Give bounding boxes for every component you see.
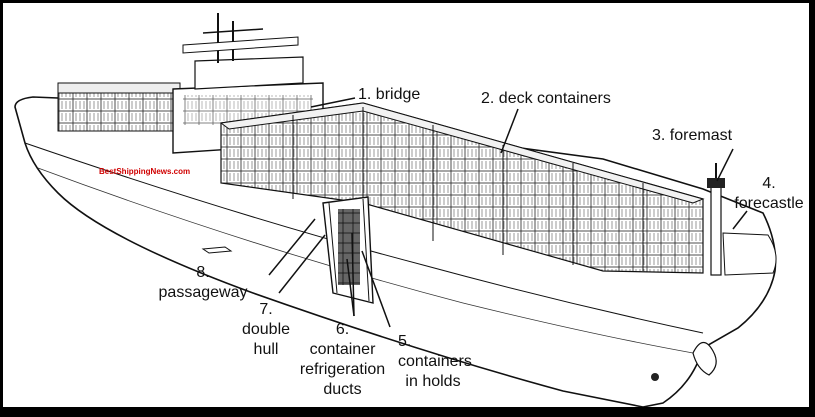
label-passageway: 8. passageway: [153, 263, 253, 303]
label-refrigeration-ducts: 6. container refrigeration ducts: [290, 320, 395, 400]
watermark: BestShippingNews.com: [99, 167, 191, 176]
aft-containers: [57, 82, 181, 132]
label-containers-in-holds-line2: in holds: [405, 373, 461, 390]
leader-foremast: [716, 148, 734, 182]
foremast-structure: [707, 163, 777, 276]
leader-refrigeration: [351, 232, 355, 317]
label-double-hull: 7. double hull: [236, 300, 296, 360]
deck-container-stacks: [219, 102, 705, 274]
leader-bridge: [310, 97, 356, 108]
leader-deck-containers: [500, 108, 519, 154]
leader-lines: [268, 97, 748, 328]
label-foremast: 3. foremast: [652, 127, 733, 144]
label-forecastle: 4. forecastle: [729, 174, 809, 214]
label-refrigeration-line2: refrigeration: [299, 361, 386, 378]
leader-passageway: [268, 218, 316, 276]
label-containers-in-holds-number: 5.: [398, 333, 412, 350]
label-forecastle-text: forecastle: [734, 195, 804, 212]
label-containers-in-holds-line1: containers: [398, 353, 472, 370]
label-refrigeration-number: 6.: [335, 321, 350, 338]
ship-illustration: [14, 13, 777, 407]
hold-cutaway: [322, 196, 374, 304]
leader-refrigeration-2: [346, 258, 355, 317]
leader-containers-in-holds: [361, 250, 391, 328]
label-deck-containers: 2. deck containers: [481, 90, 611, 107]
leader-double-hull: [278, 234, 326, 294]
label-passageway-number: 8.: [196, 264, 210, 281]
label-double-hull-number: 7.: [259, 301, 273, 318]
label-containers-in-holds: 5. containers in holds: [398, 332, 472, 392]
label-refrigeration-line3: ducts: [323, 381, 362, 398]
label-refrigeration-line1: container: [309, 341, 376, 358]
diagram-frame: BestShippingNews.com 1. bridge 2. deck c…: [3, 3, 809, 407]
label-passageway-text: passageway: [158, 284, 248, 301]
bridge-superstructure: [172, 13, 324, 154]
leader-forecastle: [732, 210, 748, 230]
label-bridge: 1. bridge: [358, 86, 421, 103]
label-forecastle-number: 4.: [762, 175, 776, 192]
label-double-hull-line2: hull: [253, 341, 279, 358]
label-double-hull-line1: double: [241, 321, 291, 338]
